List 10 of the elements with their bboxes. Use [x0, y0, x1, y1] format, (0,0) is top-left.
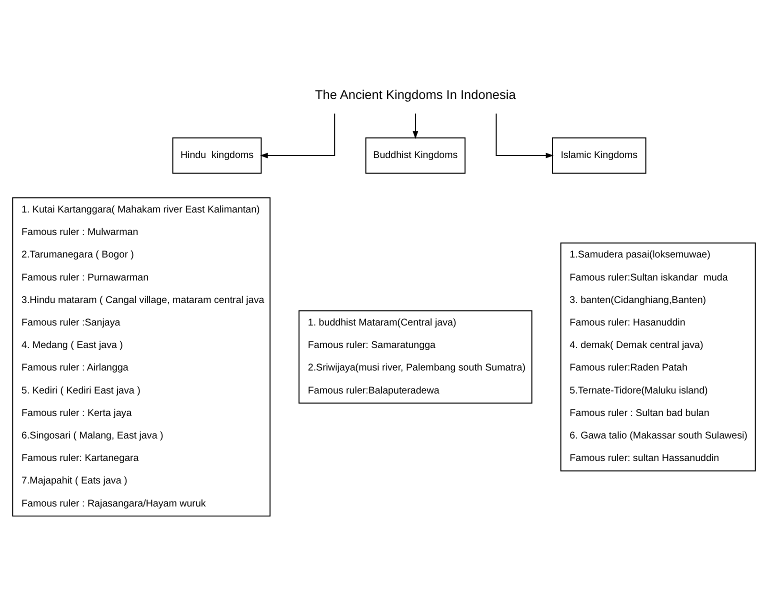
arrow [496, 113, 554, 158]
node-box: 1. buddhist Mataram(Central java) Famous ruler: Samaratungga 2.Sriwijaya(musi river, Palembang south Sumatra) Famous ruler:Balaputeradewa [298, 310, 532, 404]
node-box: Hindu kingdoms [172, 137, 262, 174]
node-box: Islamic Kingdoms [552, 137, 646, 174]
node-text: The Ancient Kingdoms In Indonesia [315, 86, 516, 102]
arrow [260, 113, 336, 158]
node-box: 1.Samudera pasai(loksemuwae) Famous ruler:Sultan iskandar muda 3. banten(Cidanghiang,Banten) Famous ruler: Hasanuddin 4. demak( Demak central java) Famous ruler:Raden Patah 5.Ternate-Tidore(Maluku island) Famous ruler : Sultan bad bulan 6. Gawa talio (Makassar south Sulawesi) Famous ruler: sultan Hassanuddin [560, 242, 756, 472]
node-box: Buddhist Kingdoms [365, 137, 466, 174]
node-box: 1. Kutai Kartanggara( Mahakam river East Kalimantan) Famous ruler : Mulwarman 2.Tarumanegara ( Bogor ) Famous ruler : Purnawarman 3.Hindu mataram ( Cangal village, mataram central java Famous ruler :Sanjaya 4. Medang ( East java ) Famous ruler : Airlangga 5. Kediri ( Kediri East java ) Famous ruler : Kerta jaya 6.Singosari ( Malang, East java ) Famous ruler: Kartanegara 7.Majapahit ( Eats java ) Famous ruler : Rajasangara/Hayam wuruk [12, 197, 271, 517]
arrow [412, 113, 418, 140]
